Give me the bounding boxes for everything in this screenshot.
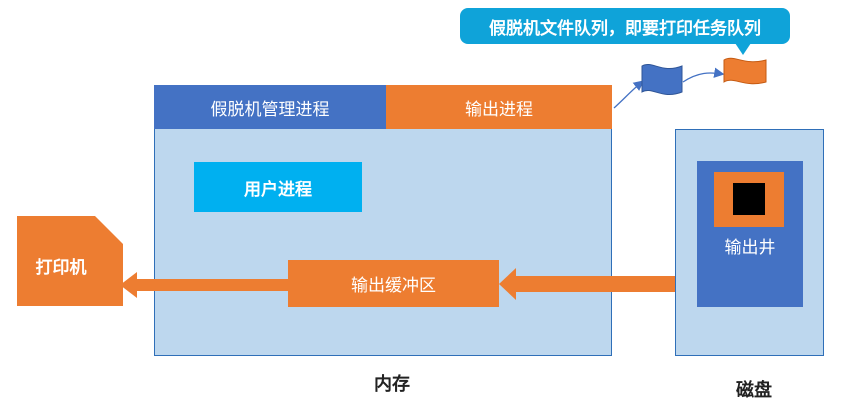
right-double-arrow-shape bbox=[499, 268, 697, 300]
orange-flag-shape bbox=[723, 57, 767, 85]
output-well-core bbox=[733, 183, 765, 215]
disk-label: 磁盘 bbox=[736, 380, 772, 401]
output-process: 输出进程 bbox=[386, 85, 612, 129]
printer-icon bbox=[17, 216, 123, 306]
connector-header-to-blue-flag bbox=[613, 80, 645, 109]
queue-file-blue-icon bbox=[641, 64, 683, 96]
output-buffer: 输出缓冲区 bbox=[288, 260, 499, 307]
spool-queue-callout: 假脱机文件队列，即要打印任务队列 bbox=[460, 8, 790, 44]
spool-manager-process: 假脱机管理进程 bbox=[154, 85, 386, 129]
blue-flag-shape bbox=[641, 64, 683, 96]
memory-label: 内存 bbox=[374, 374, 410, 395]
memory-region bbox=[154, 85, 612, 356]
output-well-label: 输出井 bbox=[724, 237, 776, 258]
queue-file-orange-icon bbox=[723, 57, 767, 85]
user-process: 用户进程 bbox=[194, 162, 362, 212]
connector-blue-to-orange-flag bbox=[682, 67, 725, 83]
left-double-arrow-shape bbox=[120, 272, 305, 298]
printer-shape bbox=[17, 216, 123, 306]
printer-label: 打印机 bbox=[35, 257, 87, 278]
callout-tail bbox=[735, 43, 751, 55]
